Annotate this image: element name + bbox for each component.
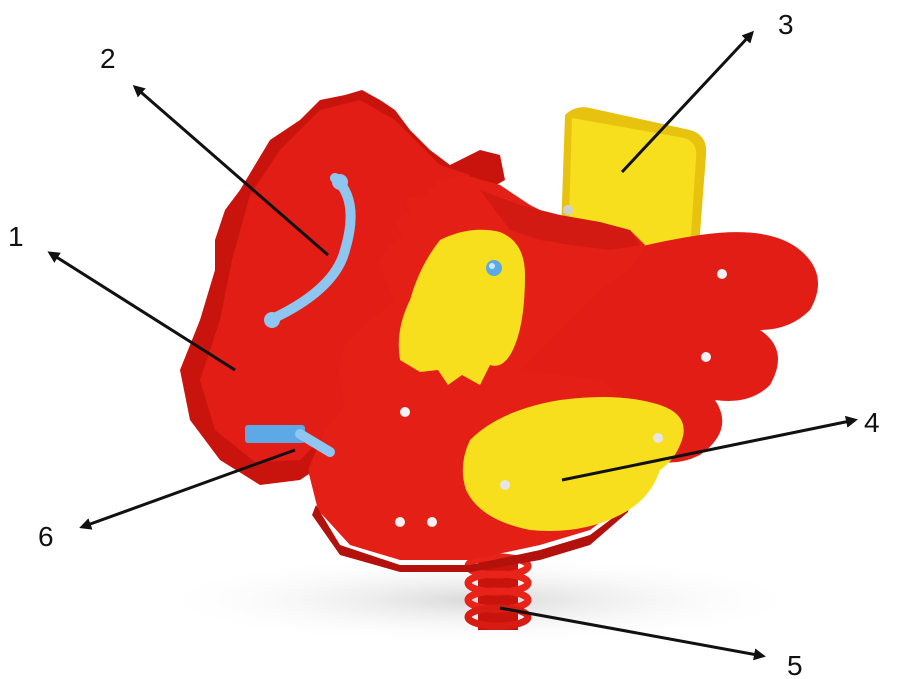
- arrow-6: [82, 450, 295, 527]
- callout-number-4: 4: [864, 407, 880, 438]
- callout-number-1: 1: [8, 221, 24, 252]
- callout-number-5: 5: [787, 650, 803, 679]
- callout-number-2: 2: [100, 43, 116, 74]
- callout-number-6: 6: [38, 521, 54, 552]
- callout-number-3: 3: [778, 9, 794, 40]
